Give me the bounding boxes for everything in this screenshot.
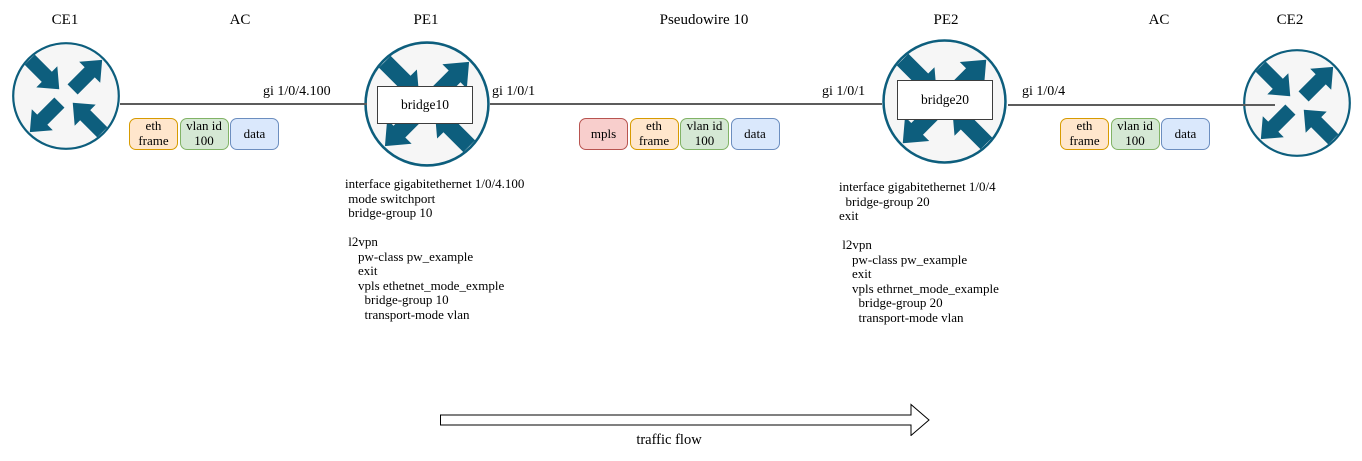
frame-eth-frame: eth frame bbox=[629, 118, 679, 150]
config-block-pe1: interface gigabitethernet 1/0/4.100 mode… bbox=[345, 176, 525, 322]
segment-label-ac-right: AC bbox=[1148, 12, 1170, 28]
frame-vlan-id: vlan id 100 bbox=[680, 118, 729, 150]
interface-label-pe1-ac: gi 1/0/4.100 bbox=[263, 84, 331, 99]
router-icon-ce1 bbox=[12, 42, 120, 150]
frame-eth-frame: eth frame bbox=[129, 118, 178, 150]
frame-vlan-id: vlan id 100 bbox=[1110, 118, 1160, 150]
node-label-pe2: PE2 bbox=[933, 12, 959, 28]
node-label-ce2: CE2 bbox=[1276, 12, 1304, 28]
frame-stack-ac-left: eth frame vlan id 100 data bbox=[129, 118, 279, 150]
frame-data: data bbox=[1161, 118, 1210, 150]
interface-label-pe1-core: gi 1/0/1 bbox=[492, 84, 536, 99]
interface-label-pe2-ac: gi 1/0/4 bbox=[1022, 84, 1066, 99]
config-block-pe2: interface gigabitethernet 1/0/4 bridge-g… bbox=[839, 179, 999, 325]
frame-data: data bbox=[730, 118, 780, 150]
router-icon-ce2 bbox=[1243, 49, 1351, 157]
interface-label-pe2-core: gi 1/0/1 bbox=[822, 84, 866, 99]
segment-label-pseudowire: Pseudowire 10 bbox=[659, 12, 749, 28]
frame-mpls: mpls bbox=[579, 118, 628, 150]
frame-eth-frame: eth frame bbox=[1060, 118, 1109, 150]
node-label-ce1: CE1 bbox=[51, 12, 79, 28]
link-pe1-pe2-pseudowire bbox=[490, 103, 882, 105]
link-pe2-ce2 bbox=[1008, 104, 1275, 106]
frame-stack-ac-right: eth frame vlan id 100 data bbox=[1060, 118, 1210, 150]
traffic-flow-arrow-shape bbox=[440, 403, 930, 436]
traffic-flow-label: traffic flow bbox=[636, 432, 702, 448]
node-label-pe1: PE1 bbox=[413, 12, 439, 28]
link-ce1-pe1 bbox=[120, 103, 367, 105]
bridge10-box: bridge10 bbox=[377, 86, 473, 124]
traffic-flow-arrow bbox=[440, 403, 930, 436]
frame-vlan-id: vlan id 100 bbox=[179, 118, 229, 150]
frame-stack-pseudowire: mpls eth frame vlan id 100 data bbox=[579, 118, 780, 150]
segment-label-ac-left: AC bbox=[229, 12, 251, 28]
frame-data: data bbox=[230, 118, 279, 150]
bridge20-box: bridge20 bbox=[897, 80, 993, 120]
